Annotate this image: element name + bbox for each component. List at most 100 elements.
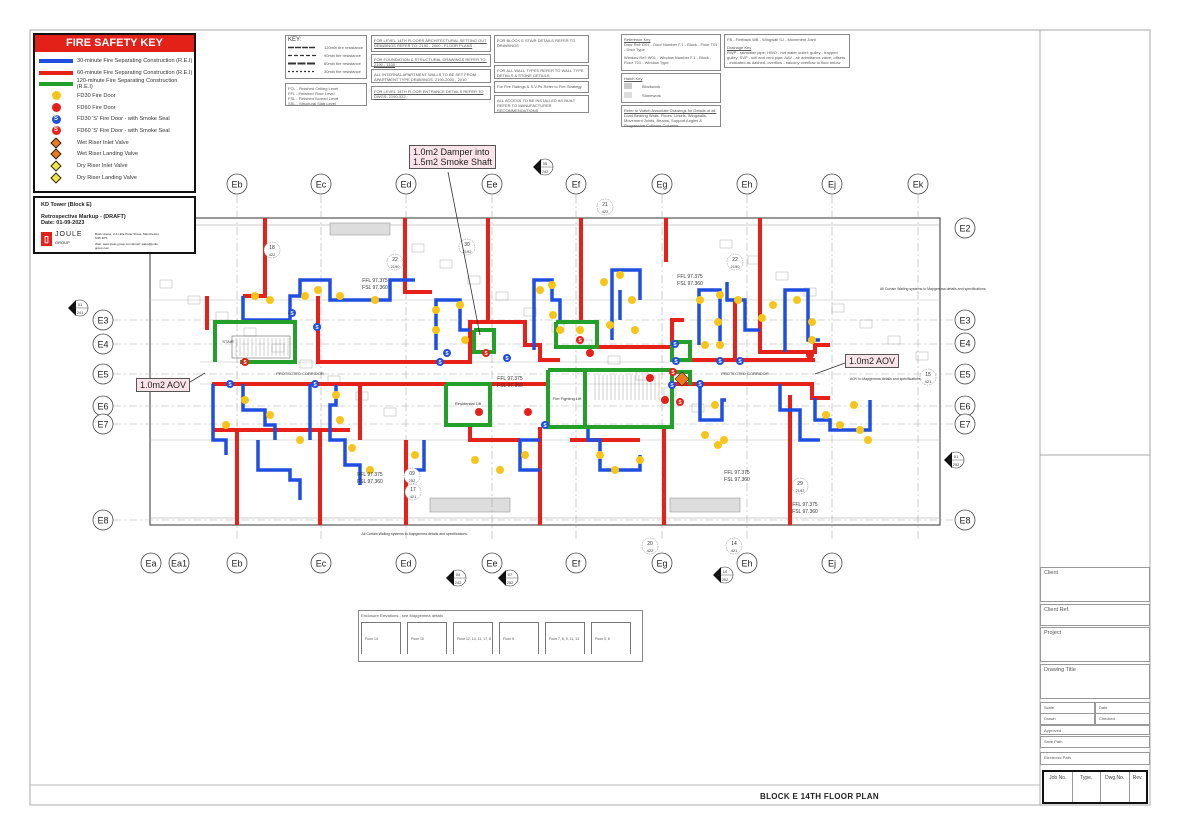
grid-label-bottom-bubble	[736, 552, 758, 574]
line-key-title: KEY:	[288, 37, 302, 43]
fd30-door-icon	[241, 396, 249, 404]
grid-label-top: Ed	[400, 180, 411, 190]
grid-label-bottom-bubble	[565, 552, 587, 574]
fd30s-door-icon	[436, 358, 444, 366]
fd60s-door-icon	[482, 349, 490, 357]
fd30s-door-icon	[541, 421, 549, 429]
drawing-name: BLOCK E 14TH FLOOR PLAN	[760, 792, 879, 801]
grid-label-bottom-bubble	[651, 552, 673, 574]
fd30-door-icon	[716, 341, 724, 349]
fd60-door-icon	[475, 408, 483, 416]
riser-valve-icon	[50, 136, 62, 149]
grid-label-top: Ef	[572, 180, 581, 190]
section-number: 07	[508, 572, 513, 577]
fd30-door-icon	[461, 336, 469, 344]
grid-label-bottom-bubble	[821, 552, 843, 574]
wet-riser-valve-icon	[674, 371, 690, 387]
fd30s-door-icon	[736, 357, 744, 365]
fd60-door-icon	[806, 351, 814, 359]
unit-marker	[596, 198, 614, 216]
unit-type: 421	[925, 379, 932, 384]
key-row: Wet Riser Landing Valve	[35, 148, 194, 161]
fd30-door-icon	[808, 336, 816, 344]
grid-label-top-bubble	[821, 173, 843, 195]
grid-label-bottom: Ea	[145, 559, 156, 569]
smoke-seal-mark: S	[438, 360, 442, 366]
section-sheet: 252	[953, 462, 960, 467]
line-style-icon	[288, 62, 316, 64]
enclosure-label: Floor 12, 14, 11, 17, 8	[457, 637, 491, 641]
riser-valve-icon	[50, 148, 62, 161]
fd30-door-icon	[616, 271, 624, 279]
unit-number: 22	[392, 257, 398, 263]
unit-type: 422	[647, 548, 654, 553]
grid-label-top: Eg	[656, 180, 667, 190]
fd30s-door-icon	[443, 349, 451, 357]
window-ref: Window Ref: W01 - Window Number F.1 - Bl…	[624, 55, 712, 65]
fd30-door-icon	[348, 444, 356, 452]
120min-wall	[472, 328, 496, 354]
fd30-door-icon	[793, 296, 801, 304]
smoke-seal-mark: S	[445, 351, 449, 357]
grid-row-left-bubble	[92, 509, 114, 531]
30min-line-icon	[39, 58, 73, 63]
grid-label-top-bubble	[565, 173, 587, 195]
30min-wall	[725, 282, 760, 332]
smoke-seal-mark: S	[228, 382, 232, 388]
enclosure-label: Floor 3, 6	[595, 637, 610, 641]
fsl-level: FSL 97.360	[497, 383, 523, 389]
fd30-door-icon	[411, 451, 419, 459]
drainage-body: RWP - rainwater pipe; HWO - hot water ou…	[727, 50, 846, 65]
key-swatch	[35, 160, 77, 172]
smoke-seal-mark: S	[290, 311, 294, 317]
fd60-door-icon	[646, 374, 654, 382]
fd30-door-icon	[536, 286, 544, 294]
30min-wall	[415, 440, 426, 472]
key-label: 120-minute Fire Separating Construction …	[76, 78, 178, 91]
grid-label-bottom: Eh	[741, 559, 752, 569]
key-label: FD30 Fire Door	[77, 92, 116, 99]
fd30-door-icon	[556, 326, 564, 334]
note-stair: FOR BLOCK E STAIR DETAILS REFER TO DRAWI…	[494, 35, 589, 63]
grid-row-right: E6	[959, 402, 970, 412]
grid-label-bottom-bubble	[481, 552, 503, 574]
smoke-seal-mark: S	[673, 342, 677, 348]
smoke-seal-mark: S	[674, 359, 678, 365]
fsl-level: FSL 97.360	[677, 281, 703, 287]
unit-marker	[404, 483, 422, 501]
grid-row-left-bubble	[92, 309, 114, 331]
unit-marker	[791, 477, 809, 495]
smoke-seal-mark: S	[578, 338, 582, 344]
checked-field: Checked	[1095, 713, 1150, 725]
type-field: Type.	[1073, 772, 1101, 802]
section-sheet: 242	[542, 169, 549, 174]
section-sheet: 242	[455, 580, 462, 585]
fd30-door-icon	[301, 292, 309, 300]
unit-number: 20	[647, 541, 653, 547]
level-abbrev: FSL - Finished Screed Level	[288, 96, 339, 101]
fd30-door-icon	[222, 421, 230, 429]
hatch-key: Hatch Key Blockwork Stonework	[621, 73, 721, 103]
fd30-door-icon	[266, 296, 274, 304]
fd60s-door-icon	[576, 336, 584, 344]
lift-label: Residential Lift	[455, 401, 482, 406]
enclosure-item: Floor 9	[499, 622, 539, 654]
fd30-door-icon	[734, 296, 742, 304]
level-abbrev: FFL - Finished Floor Level	[288, 91, 335, 96]
unit-marker	[641, 537, 659, 555]
section-number: 01	[954, 454, 959, 459]
ffl-level: FFL 97.375	[357, 472, 383, 478]
key-row: 120-minute Fire Separating Construction …	[35, 78, 194, 90]
unit-marker	[725, 537, 743, 555]
grid-label-bottom: Ed	[400, 559, 411, 569]
fd30-door-icon	[251, 292, 259, 300]
grid-row-right-bubble	[954, 332, 976, 354]
fsl-level: FSL 97.360	[357, 479, 383, 485]
key-row: Dry Riser Landing Valve	[35, 172, 194, 184]
key-swatch	[35, 148, 77, 161]
30min-wall	[328, 385, 362, 485]
company-logo-text: JOULE	[55, 231, 83, 238]
grid-label-top-bubble	[310, 173, 332, 195]
